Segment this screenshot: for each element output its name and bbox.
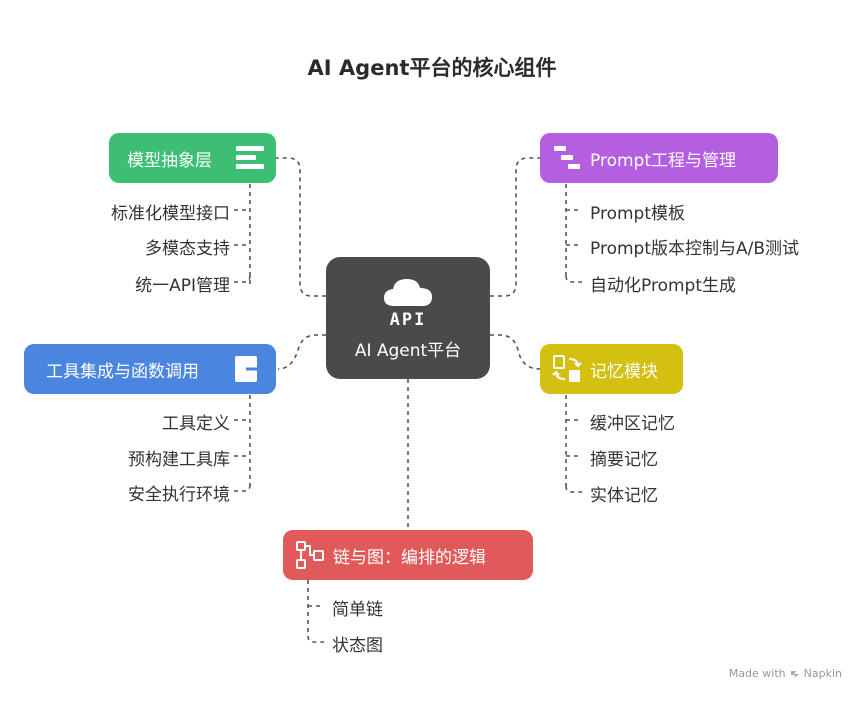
made-with-text: Made with [728, 667, 786, 680]
model-abstraction-label: 模型抽象层 [127, 150, 212, 171]
memory-leaf-1: 缓冲区记忆 [590, 414, 675, 434]
prompt-engineering-label: Prompt工程与管理 [590, 150, 736, 171]
napkin-brand: Napkin [803, 667, 842, 680]
model-abstraction-node[interactable]: 模型抽象层 [109, 133, 276, 183]
diagram-title: AI Agent平台的核心组件 [307, 56, 557, 80]
prompt-engineering-node[interactable]: Prompt工程与管理 [540, 133, 778, 183]
prompt-leaf-2: Prompt版本控制与A/B测试 [590, 239, 800, 259]
memory-leaf-2: 摘要记忆 [590, 450, 658, 470]
prompt-leaf-3: 自动化Prompt生成 [590, 276, 736, 296]
memory-module-node[interactable]: 记忆模块 [540, 344, 683, 394]
tools-leaf-3: 安全执行环境 [128, 485, 230, 505]
center-node[interactable]: API AI Agent平台 [326, 257, 490, 379]
model-leaf-2: 多模态支持 [145, 239, 230, 259]
export-arrow-icon [232, 354, 266, 384]
prompt-leaf-1: Prompt模板 [590, 204, 685, 224]
memory-module-label: 记忆模块 [590, 361, 658, 382]
flow-chart-icon [295, 540, 325, 570]
model-leaf-3: 统一API管理 [135, 276, 230, 296]
napkin-logo-icon [790, 670, 799, 678]
swap-cycle-icon [552, 354, 582, 384]
api-icon-text: API [389, 309, 427, 330]
center-label: AI Agent平台 [354, 340, 462, 361]
cloud-api-icon [384, 278, 432, 306]
chain-leaf-2: 状态图 [332, 636, 383, 656]
chain-graph-node[interactable]: 链与图：编排的逻辑 [283, 530, 533, 580]
tool-integration-label: 工具集成与函数调用 [46, 361, 199, 382]
gantt-steps-icon [552, 143, 582, 173]
memory-leaf-3: 实体记忆 [590, 486, 658, 506]
chain-graph-label: 链与图：编排的逻辑 [333, 547, 486, 568]
tools-leaf-1: 工具定义 [162, 414, 230, 434]
made-with-napkin[interactable]: Made with Napkin [729, 667, 842, 680]
tools-leaf-2: 预构建工具库 [128, 450, 230, 470]
model-leaf-1: 标准化模型接口 [111, 204, 230, 224]
tool-integration-node[interactable]: 工具集成与函数调用 [24, 344, 276, 394]
layers-icon [234, 143, 266, 173]
chain-leaf-1: 简单链 [332, 600, 383, 620]
